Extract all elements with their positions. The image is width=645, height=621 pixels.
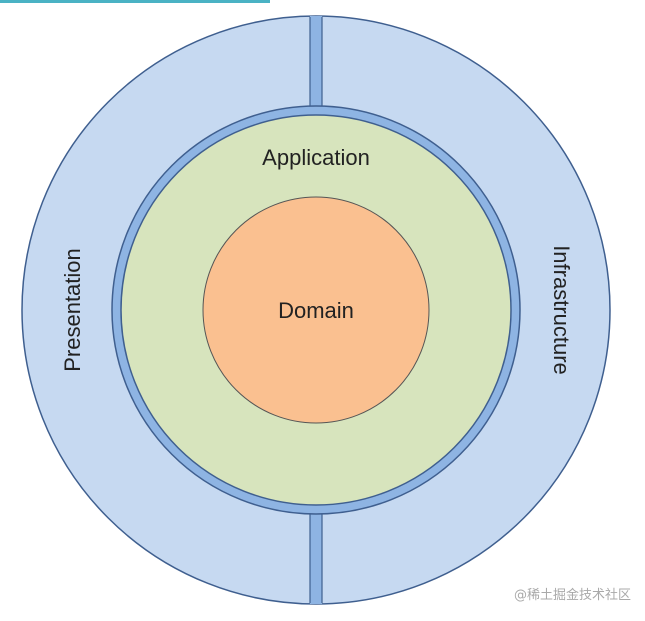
domain-core: [202, 196, 430, 424]
top-separator: [310, 16, 322, 108]
presentation-label: Presentation: [60, 248, 85, 372]
domain-label: Domain: [278, 298, 354, 323]
ring-separators: [309, 16, 323, 604]
application-label: Application: [262, 145, 370, 170]
infrastructure-label: Infrastructure: [549, 245, 574, 375]
watermark: @稀土掘金技术社区: [513, 588, 631, 603]
bottom-separator: [310, 512, 322, 604]
cropped-header-fragment: [0, 0, 270, 3]
